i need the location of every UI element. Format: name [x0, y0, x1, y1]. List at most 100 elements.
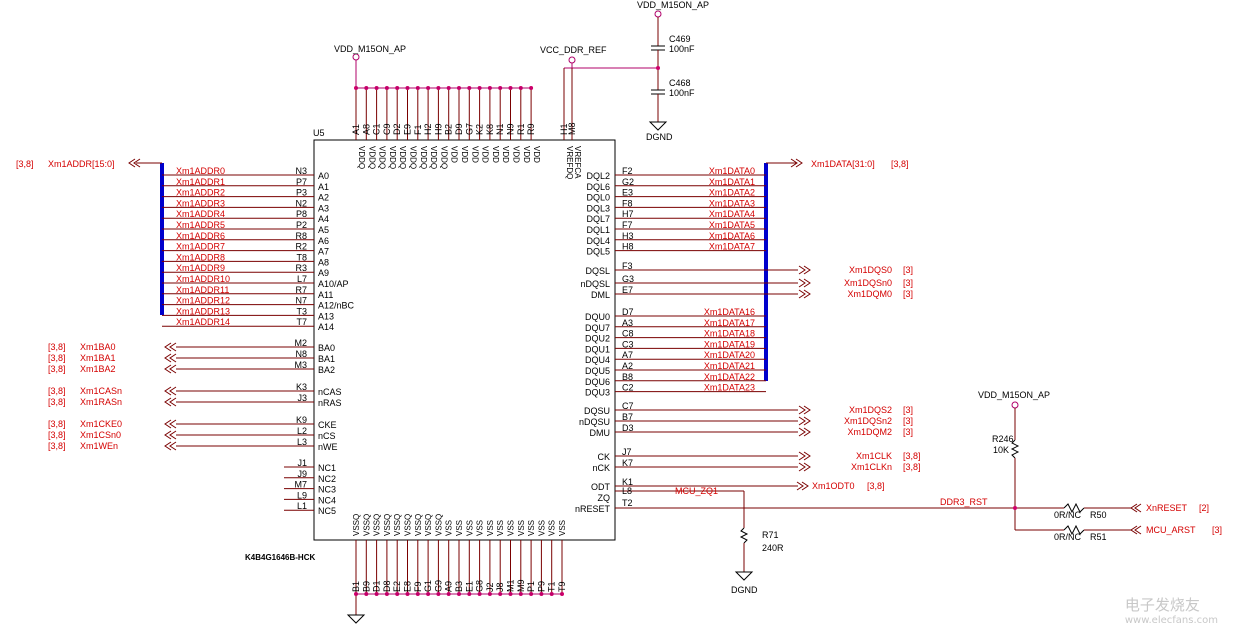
top-pin-name: VDDQ [357, 146, 366, 169]
r246-value: 10K [993, 445, 1009, 455]
r51-body [1063, 524, 1085, 536]
r51-ref: R51 [1090, 532, 1107, 542]
addr-net-label: Xm1ADDR0 [176, 166, 225, 176]
dql-net-label: Xm1DATA1 [709, 177, 755, 187]
ctrl-pin-name: nWE [318, 442, 338, 452]
addr-pin-number: P3 [296, 188, 307, 198]
odt-port-2 [796, 481, 804, 491]
addr-pin-name: A3 [318, 203, 329, 213]
bottom-pin-name: VSSQ [404, 514, 413, 536]
dsu-pin-name: nDQSU [579, 417, 610, 427]
ck-port [803, 451, 811, 461]
dqu-pin-name: DQU1 [585, 344, 610, 354]
addr-pin-number: L7 [297, 274, 307, 284]
top-pin-number: N9 [506, 123, 516, 135]
dsl-port-2 [798, 265, 806, 275]
top-pin-number: C9 [382, 123, 392, 135]
ic-value: K4B4G1646B-HCK [245, 553, 315, 562]
ck-port-2 [798, 451, 806, 461]
r246-body [1010, 439, 1020, 459]
bottom-pin-name: VSSQ [383, 514, 392, 536]
ctrl-pin-number: K9 [296, 415, 307, 425]
dql-net-label: Xm1DATA0 [709, 166, 755, 176]
top-pin-name: VDD [512, 146, 521, 163]
vdd-reset-label: VDD_M15ON_AP [978, 390, 1050, 400]
dsu-port [803, 416, 811, 426]
ctrl-net-label: Xm1BA1 [80, 353, 116, 363]
dsu-pin-number: C7 [622, 401, 634, 411]
dqu-pin-name: DQU7 [585, 323, 610, 333]
ck-port [803, 462, 811, 472]
dsl-net-label: Xm1DQM0 [847, 289, 892, 299]
odt-pin-name: ODT [591, 482, 611, 492]
dsl-port-2 [798, 289, 806, 299]
reset-junction [1013, 506, 1017, 510]
ctrl-port [164, 419, 172, 429]
ctrl-net-label: Xm1CSn0 [80, 430, 121, 440]
gnd-zq-label: DGND [731, 585, 758, 595]
ctrl-pin-number: L2 [297, 426, 307, 436]
nc-pin-name: NC3 [318, 485, 336, 495]
dqu-net-label: Xm1DATA23 [704, 383, 755, 393]
bottom-pin-number: P1 [526, 581, 536, 592]
dsu-net-label: Xm1DQS2 [849, 405, 892, 415]
addr-pin-number: R7 [295, 285, 307, 295]
dql-pin-name: DQL0 [586, 193, 610, 203]
dql-net-label: Xm1DATA6 [709, 231, 755, 241]
ctrl-pin-number: K3 [296, 382, 307, 392]
xnreset-ref: [2] [1199, 503, 1209, 513]
dsl-port [803, 289, 811, 299]
data-bus-port [790, 158, 798, 168]
r246-ref: R246 [992, 434, 1014, 444]
bottom-pin-number: E1 [464, 581, 474, 592]
ctrl-port [164, 430, 172, 440]
dqu-pin-name: DQU0 [585, 312, 610, 322]
vdd-top-label: VDD_M15ON_AP [334, 44, 406, 54]
vdd-cap-symbol [654, 10, 662, 18]
top-pin-number: G7 [464, 123, 474, 135]
top-pin-name: VDD [532, 146, 541, 163]
gnd-zq-symbol [734, 571, 754, 581]
addr-net-label: Xm1ADDR1 [176, 177, 225, 187]
addr-pin-number: P7 [296, 177, 307, 187]
watermark-text: 电子发烧友 [1124, 596, 1200, 614]
bottom-pin-name: VSS [486, 520, 495, 536]
dql-pin-number: F8 [622, 198, 633, 208]
c469-ref: C469 [669, 34, 691, 44]
ck-net-label: Xm1CLK [856, 451, 892, 461]
addr-pin-name: A13 [318, 311, 334, 321]
ctrl-pin-name: nCAS [318, 387, 342, 397]
bottom-pin-name: VSS [476, 520, 485, 536]
dsu-port-2 [798, 405, 806, 415]
xnreset-port-2 [1130, 503, 1138, 513]
xnreset-net: XnRESET [1146, 503, 1188, 513]
dql-pin-name: DQL5 [586, 247, 610, 257]
dql-pin-number: H7 [622, 209, 634, 219]
addr-net-label: Xm1ADDR2 [176, 188, 225, 198]
zq-pin-number: L8 [622, 486, 632, 496]
dql-pin-name: DQL7 [586, 214, 610, 224]
nc-pin-number: J9 [297, 469, 307, 479]
dsl-pin-number: E7 [622, 285, 633, 295]
top-pin-number: D9 [454, 123, 464, 135]
dsu-port [803, 405, 811, 415]
dsu-port-2 [798, 416, 806, 426]
addr-pin-name: A6 [318, 236, 329, 246]
odt-net-ref: [3,8] [867, 481, 885, 491]
top-pin-number: A8 [361, 124, 371, 135]
vdd-top-symbol [352, 53, 360, 61]
vref-pin-name: VREFCA [573, 146, 582, 179]
dsu-net-ref: [3] [903, 416, 913, 426]
top-pin-name: VDDQ [378, 146, 387, 169]
ctrl-net-ref: [3,8] [48, 419, 66, 429]
ctrl-port [164, 441, 172, 451]
bottom-pin-name: VSS [496, 520, 505, 536]
mcu-arst-port-2 [1130, 525, 1138, 535]
dqu-net-label: Xm1DATA20 [704, 350, 755, 360]
ctrl-port-2 [169, 419, 177, 429]
bottom-pin-number: J2 [485, 582, 495, 592]
ctrl-pin-name: BA2 [318, 365, 335, 375]
xnreset-port [1134, 503, 1142, 513]
addr-pin-name: A11 [318, 290, 333, 300]
dqu-net-label: Xm1DATA17 [704, 318, 755, 328]
